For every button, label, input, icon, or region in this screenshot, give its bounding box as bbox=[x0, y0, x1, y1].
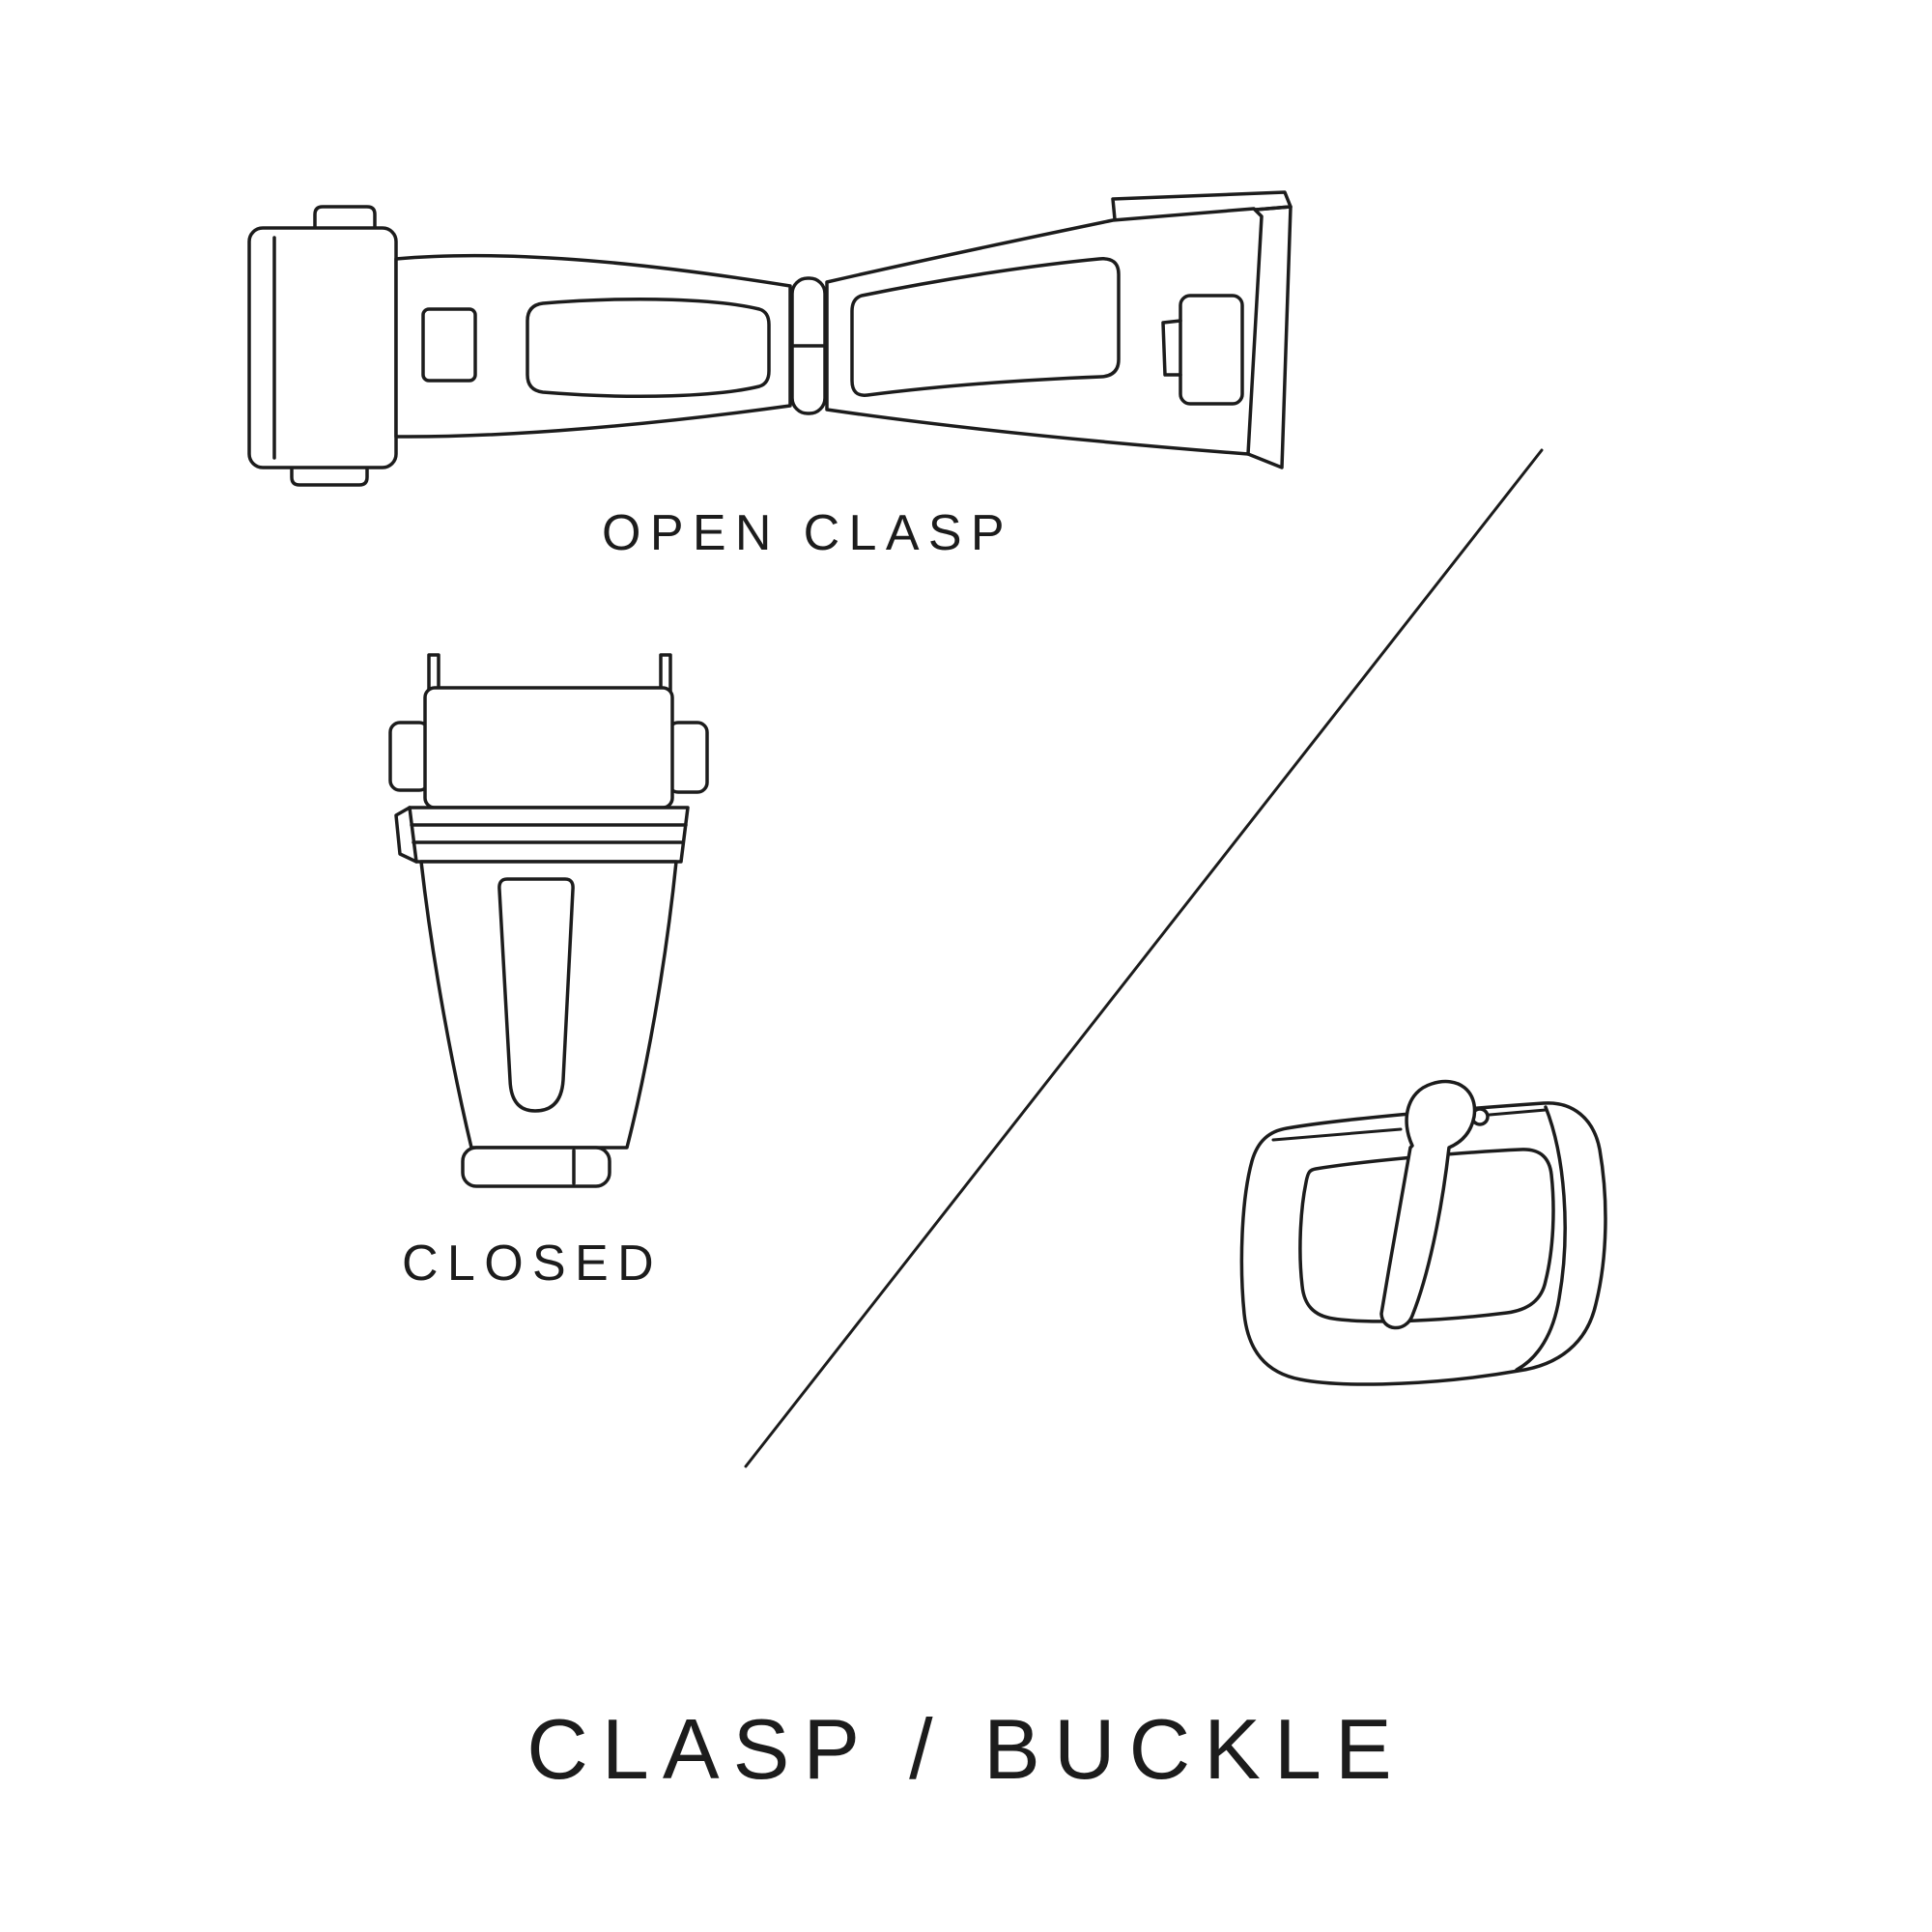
buckle-pin-left bbox=[1271, 1127, 1403, 1142]
closed-clasp-body-inner-outline bbox=[497, 877, 575, 1113]
left-arm-inner-outline bbox=[526, 297, 771, 399]
buckle-illustration bbox=[1239, 1079, 1607, 1386]
buckle-tang bbox=[1379, 1079, 1477, 1330]
page-title: CLASP / BUCKLE bbox=[526, 1701, 1406, 1797]
closed-clasp-ear-right bbox=[667, 721, 709, 794]
closed-clasp-foot bbox=[461, 1146, 611, 1188]
right-arm-buckle-slot bbox=[1179, 294, 1244, 406]
diagram-linework bbox=[247, 190, 1607, 1468]
closed-label: CLOSED bbox=[402, 1236, 663, 1292]
open-clasp-illustration bbox=[247, 190, 1293, 487]
band-left-facet bbox=[394, 806, 418, 864]
open-clasp-label: OPEN CLASP bbox=[602, 505, 1013, 561]
right-arm-inner-outline bbox=[850, 257, 1121, 397]
diagonal-divider-line bbox=[744, 448, 1544, 1468]
closed-clasp-top-link bbox=[423, 686, 674, 810]
right-arm-end-plate bbox=[1246, 205, 1293, 469]
closed-clasp-illustration bbox=[388, 653, 709, 1188]
open-clasp-end-link bbox=[247, 226, 398, 469]
buckle-pin-right bbox=[1488, 1108, 1548, 1117]
end-link-top-tab bbox=[313, 205, 377, 234]
buckle-slot-tab bbox=[1161, 319, 1182, 377]
buckle-right-thickness-line bbox=[1515, 1105, 1567, 1372]
left-arm-catch-hole bbox=[421, 307, 477, 383]
closed-clasp-ear-left bbox=[388, 721, 431, 792]
closed-clasp-band bbox=[408, 806, 690, 864]
